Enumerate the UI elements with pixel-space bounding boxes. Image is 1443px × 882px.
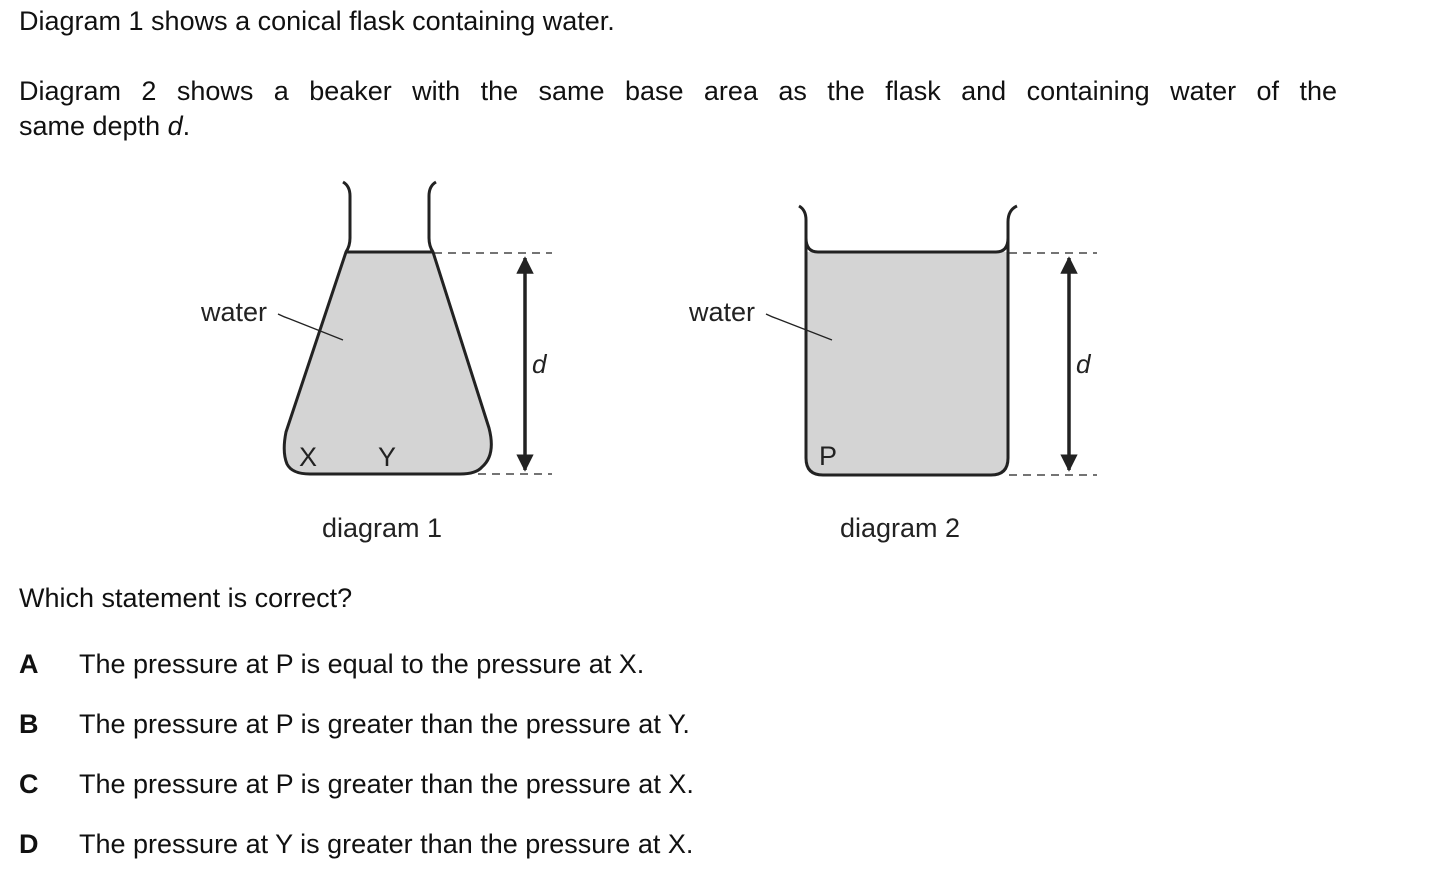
diagrams-figure: d water X Y diagram 1 d water P diagram … [200,180,1097,543]
flask-point-y-label: Y [378,442,396,472]
beaker-point-p-label: P [819,441,837,471]
beaker-water-label: water [688,297,755,327]
flask-point-x-label: X [299,442,317,472]
option-letter: C [19,769,39,799]
beaker-water-leader [765,313,833,341]
beaker-depth-label: d [1076,349,1092,379]
intro-sentence-2-line-2: same depth d. [19,109,1337,144]
option-letter: A [19,649,39,679]
intro-sentence-2-end: . [182,111,191,141]
beaker-water-surface [804,237,1010,254]
intro-sentence-2: Diagram 2 shows a beaker with the same b… [19,74,1337,144]
diagram-1: d water X Y diagram 1 [200,180,552,543]
flask-depth-label: d [532,349,548,379]
option-text: The pressure at Y is greater than the pr… [79,829,694,859]
flask-neck-left [342,180,352,253]
question-text: Which statement is correct? [19,583,353,613]
beaker-outline [798,204,1018,477]
beaker-water [807,252,1007,474]
intro-sentence-1: Diagram 1 shows a conical flask containi… [19,6,615,36]
option-text: The pressure at P is greater than the pr… [79,709,690,739]
diagram-2-caption: diagram 2 [840,513,960,543]
option-text: The pressure at P is equal to the pressu… [79,649,645,679]
diagram-1-caption: diagram 1 [322,513,442,543]
intro-sentence-2-line-1: Diagram 2 shows a beaker with the same b… [19,76,1337,106]
flask-water-leader [277,313,344,341]
flask-water-label: water [200,297,267,327]
option-letter: B [19,709,39,739]
diagram-2: d water P diagram 2 [688,204,1097,543]
depth-variable: d [167,111,183,141]
option-text: The pressure at P is greater than the pr… [79,769,694,799]
intro-sentence-2-line-2-start: same depth [19,111,168,141]
option-letter: D [19,829,39,859]
flask-body [282,250,493,476]
flask-neck-right [427,180,437,253]
